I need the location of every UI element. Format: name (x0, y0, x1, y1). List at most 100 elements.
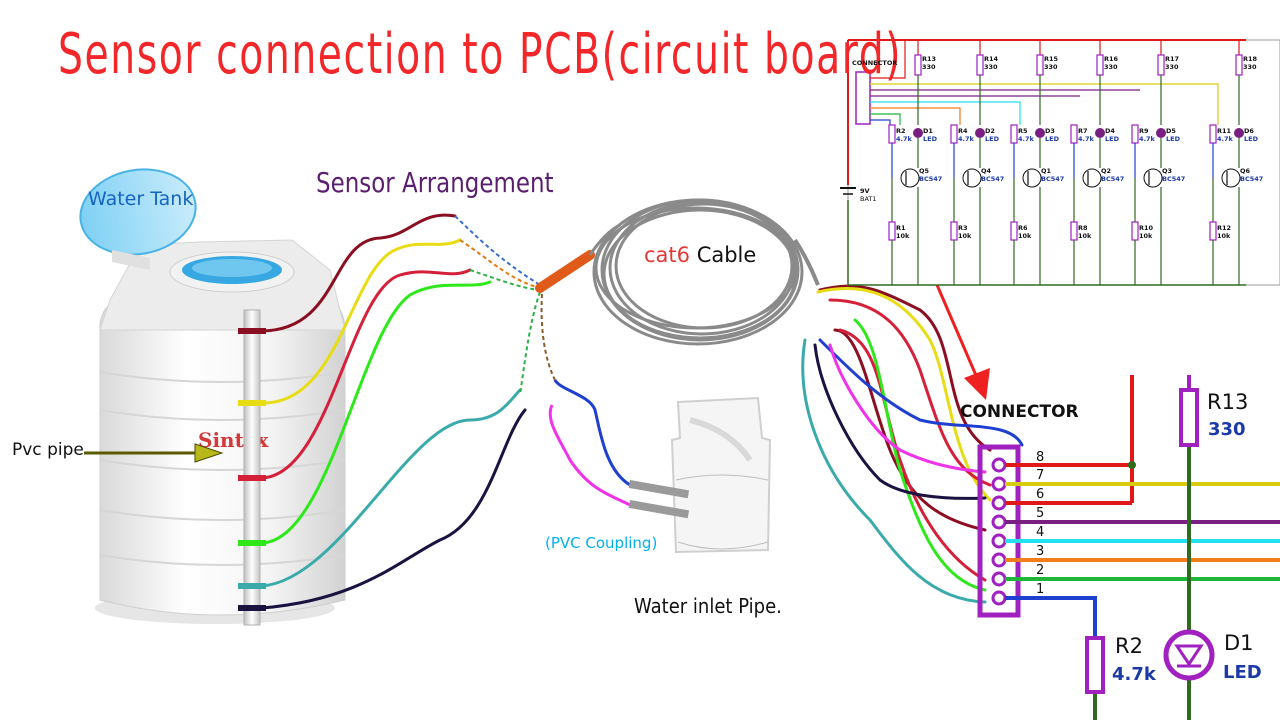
r2-value: 4.7k (1112, 664, 1156, 685)
base-resistor-value: 4.7k (1139, 135, 1155, 143)
transistor-value: BC547 (1101, 175, 1125, 183)
pulldown-resistor-value: 10k (1078, 232, 1092, 240)
transistor-name: Q3 (1162, 167, 1173, 175)
schematic-led (975, 128, 985, 138)
transistor-value: BC547 (1240, 175, 1264, 183)
pulldown-resistor-value: 10k (896, 232, 910, 240)
schematic-top-resistor (976, 54, 984, 76)
d1-led (1163, 629, 1215, 681)
pulldown-resistor-name: R12 (1217, 224, 1232, 232)
connector-label: CONNECTOR (960, 402, 1079, 422)
top-resistor-value: 330 (1165, 63, 1179, 71)
led-name: D1 (923, 127, 933, 135)
schematic-top-resistor (1157, 54, 1165, 76)
pvc-coupling-label: (PVC Coupling) (545, 534, 658, 552)
led-value: LED (1105, 135, 1119, 143)
top-resistor-name: R14 (984, 55, 999, 63)
led-name: D2 (985, 127, 995, 135)
connector-wires (801, 284, 1024, 604)
transistor-name: Q4 (981, 167, 992, 175)
transistor-name: Q5 (919, 167, 930, 175)
base-resistor-value: 4.7k (958, 135, 974, 143)
pulldown-resistor-value: 10k (1139, 232, 1153, 240)
schematic-top-resistor (1235, 54, 1243, 76)
schematic-base-resistor (1209, 124, 1217, 144)
coupling-probe-wires (548, 379, 631, 507)
pulldown-resistor-name: R3 (958, 224, 968, 232)
base-resistor-value: 4.7k (1018, 135, 1034, 143)
cable-label: cat6 Cable (644, 243, 756, 267)
pin-label: 1 (1036, 582, 1045, 597)
base-resistor-name: R7 (1078, 127, 1088, 135)
tank-sensor-wires (260, 213, 527, 610)
pvc-pipe-label: Pvc pipe (12, 440, 84, 460)
pulldown-resistor-value: 10k (958, 232, 972, 240)
r13-resistor (1179, 388, 1199, 447)
r13-name: R13 (1207, 390, 1249, 414)
schematic-led (1095, 128, 1105, 138)
schematic-pulldown-resistor (1209, 221, 1217, 241)
pin-label: 5 (1036, 506, 1045, 521)
base-resistor-value: 4.7k (896, 135, 912, 143)
schematic-transistor (1143, 168, 1163, 188)
pin-label: 4 (1036, 525, 1045, 540)
schematic-base-resistor (950, 124, 958, 144)
water-tank-label: Water Tank (88, 188, 194, 210)
pin-label: 3 (1036, 544, 1045, 559)
r2-name: R2 (1115, 634, 1143, 658)
led-value: LED (1045, 135, 1059, 143)
schematic-base-resistor (1131, 124, 1139, 144)
pin-label: 6 (1036, 487, 1045, 502)
pulldown-resistor-name: R6 (1018, 224, 1028, 232)
schematic-top-resistor (1036, 54, 1044, 76)
transistor-name: Q1 (1041, 167, 1052, 175)
led-value: LED (1244, 135, 1258, 143)
schematic-base-resistor (1010, 124, 1018, 144)
schematic-pulldown-resistor (1070, 221, 1078, 241)
r2-resistor (1085, 636, 1105, 694)
top-resistor-name: R17 (1165, 55, 1180, 63)
sensor-arrangement-label: Sensor Arrangement (316, 166, 554, 199)
base-resistor-value: 4.7k (1078, 135, 1094, 143)
cable-word: cat6 (644, 243, 691, 267)
schematic-pulldown-resistor (888, 221, 896, 241)
top-resistor-value: 330 (1104, 63, 1118, 71)
pvc-coupling (628, 396, 772, 554)
cat6-cable-coil (535, 198, 820, 346)
led-value: LED (923, 135, 937, 143)
pulldown-resistor-name: R10 (1139, 224, 1154, 232)
schematic-led (1156, 128, 1166, 138)
top-resistor-value: 330 (1243, 63, 1257, 71)
schematic-top-resistor (1096, 54, 1104, 76)
pin-label: 2 (1036, 563, 1045, 578)
schematic-led (913, 128, 923, 138)
schematic-connector-label: CONNECTOR (852, 59, 898, 67)
pulldown-resistor-name: R1 (896, 224, 906, 232)
schematic-led (1234, 128, 1244, 138)
base-resistor-name: R9 (1139, 127, 1149, 135)
schematic-pulldown-resistor (1010, 221, 1018, 241)
base-resistor-name: R11 (1217, 127, 1232, 135)
water-inlet-label: Water inlet Pipe. (634, 594, 782, 618)
schematic-transistor (1022, 168, 1042, 188)
top-resistor-value: 330 (922, 63, 936, 71)
schematic-pulldown-resistor (1131, 221, 1139, 241)
base-resistor-value: 4.7k (1217, 135, 1233, 143)
led-name: D5 (1166, 127, 1176, 135)
r13-value: 330 (1208, 419, 1246, 440)
top-resistor-name: R18 (1243, 55, 1258, 63)
led-name: D6 (1244, 127, 1254, 135)
schematic-pulldown-resistor (950, 221, 958, 241)
led-name: D3 (1045, 127, 1055, 135)
sensor-bands (238, 328, 266, 611)
schematic-transistor (900, 168, 920, 188)
schematic-transistor (1082, 168, 1102, 188)
top-resistor-value: 330 (1044, 63, 1058, 71)
pvc-pipe (243, 309, 261, 626)
pin-traces (1005, 375, 1280, 720)
top-resistor-name: R16 (1104, 55, 1119, 63)
led-name: D4 (1105, 127, 1115, 135)
transistor-value: BC547 (981, 175, 1005, 183)
